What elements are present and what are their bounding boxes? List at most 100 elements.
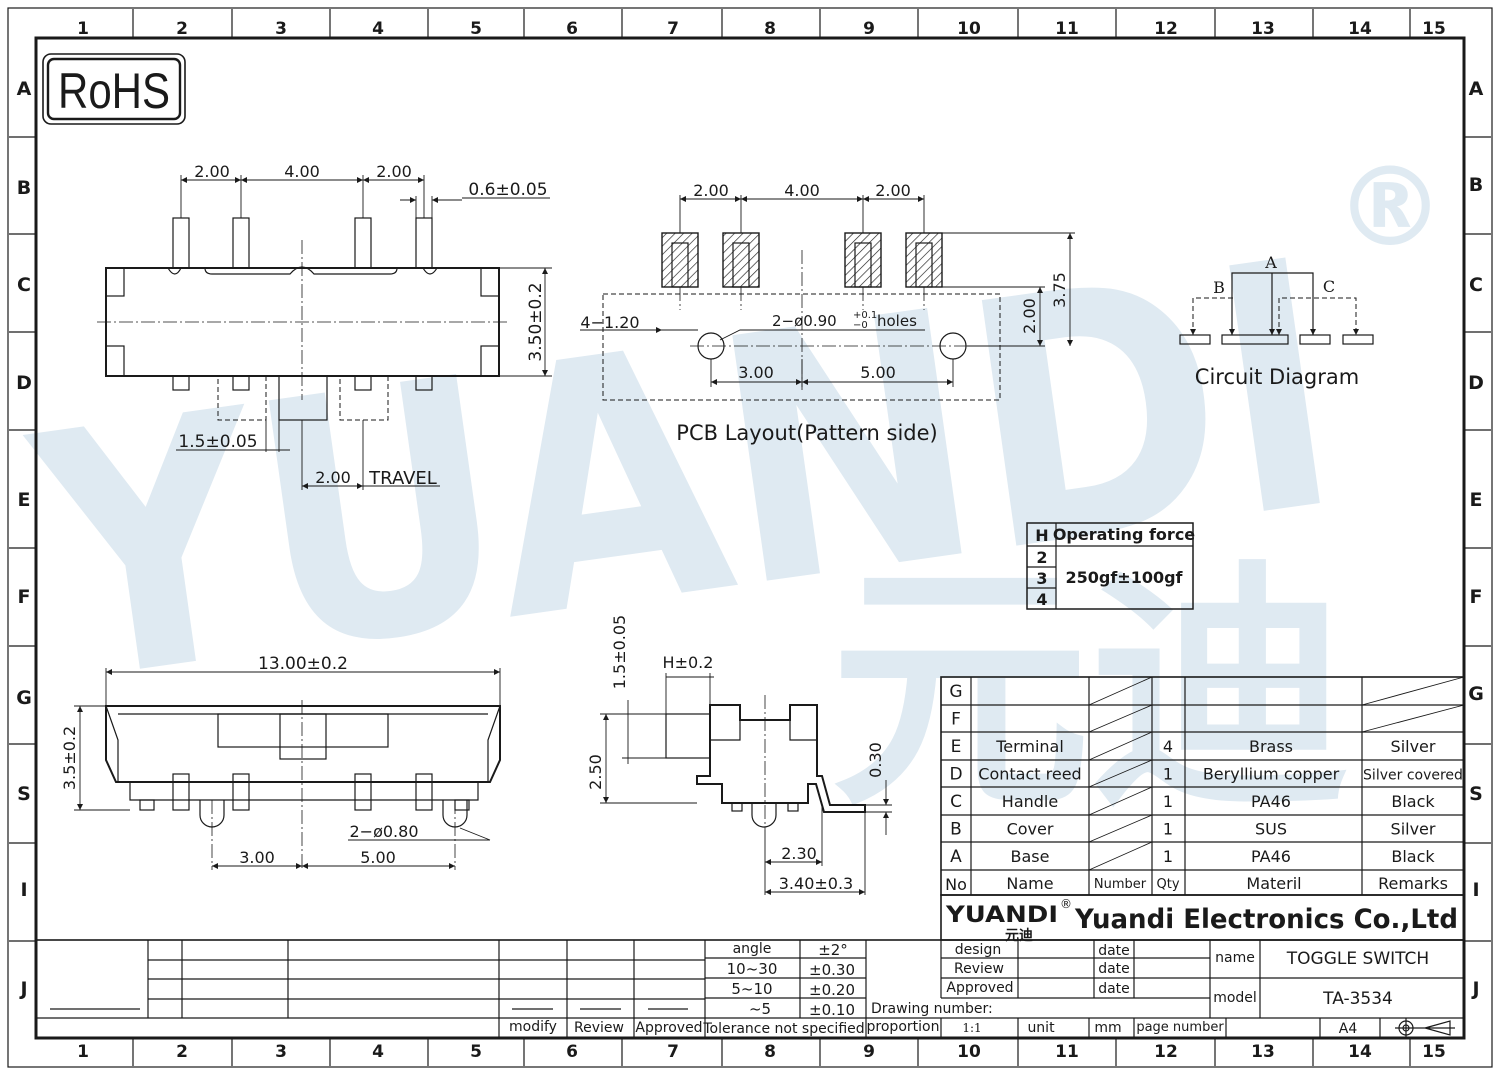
row-label: J	[18, 978, 27, 1000]
col-label: 12	[1154, 19, 1178, 39]
bom-cell-qty: 1	[1163, 765, 1173, 784]
bom-h-name: Name	[1006, 874, 1053, 893]
col-label: 11	[1055, 1042, 1079, 1062]
row-label: G	[16, 687, 32, 709]
col-label: 1	[77, 19, 89, 39]
col-label: 2	[176, 19, 188, 39]
page-number-label: page number	[1136, 1020, 1224, 1035]
bom-cell-name: Terminal	[995, 737, 1064, 756]
bom-cell-qty: 1	[1163, 792, 1173, 811]
col-label: 8	[764, 1042, 776, 1062]
tol-3: ±0.10	[809, 1001, 855, 1019]
side-view: 1.5±0.05 H±0.2 2.50 0.30 2.30 3.40±0.3	[586, 615, 892, 895]
approved-row-label: Approved	[946, 980, 1013, 996]
side-v1: 1.5±0.05	[610, 615, 629, 689]
bom-cell-rem: Black	[1391, 847, 1435, 866]
review-row-label: Review	[954, 961, 1004, 977]
bom-cell-mat: PA46	[1251, 792, 1291, 811]
date-label: date	[1098, 981, 1130, 997]
date-label: date	[1098, 961, 1130, 977]
force-row: 2	[1036, 548, 1047, 567]
drawing-number: Drawing number:	[871, 1001, 993, 1017]
company-row: YUANDI 元迪 ® Yuandi Electronics Co.,Ltd	[940, 894, 1465, 944]
bom-cell-no: C	[950, 792, 962, 812]
name-label: name	[1215, 950, 1255, 966]
row-label: A	[1469, 78, 1484, 100]
scale-value: 1:1	[962, 1021, 981, 1035]
force-value: 250gf±100gf	[1065, 568, 1183, 587]
col-label: 9	[863, 1042, 875, 1062]
circuit-c: C	[1323, 277, 1335, 296]
bom-cell-rem: Silver	[1391, 737, 1436, 756]
col-label: 9	[863, 19, 875, 39]
projection-symbol-icon	[1395, 1018, 1455, 1038]
circuit-diagram: A B C Circuit Diagram	[1179, 253, 1374, 389]
pcb-h2: 3.75	[1050, 272, 1069, 308]
travel-value: 2.00	[315, 468, 351, 487]
model-label: model	[1213, 990, 1257, 1006]
row-label: I	[1472, 879, 1479, 901]
row-label: B	[17, 177, 31, 199]
tol-2: ±0.20	[809, 981, 855, 999]
bom-h-mat: Materil	[1246, 874, 1301, 893]
row-label: C	[17, 274, 31, 296]
watermark-reg: ®	[1335, 143, 1445, 271]
col-label: 5	[470, 19, 482, 39]
row-label: F	[18, 586, 31, 608]
bom-h-no: No	[945, 875, 967, 894]
force-row: 4	[1036, 590, 1047, 609]
pcb-layout: 2.00 4.00 2.00 4−1.20 2−ø0.90 +0.1 −0 ho…	[580, 181, 1075, 445]
row-label: E	[18, 489, 31, 511]
circuit-a: A	[1264, 253, 1277, 272]
bom-cell-qty: 1	[1163, 820, 1173, 839]
approved-label: Approved	[635, 1020, 702, 1036]
top-dim-2: 4.00	[284, 162, 320, 181]
bom-h-number: Number	[1094, 877, 1147, 892]
top-dim-3: 2.00	[376, 162, 412, 181]
unit-label: unit	[1027, 1020, 1055, 1036]
bom-cell-no: A	[950, 847, 962, 867]
row-label: S	[17, 783, 31, 805]
date-label: date	[1098, 943, 1130, 959]
row-label: E	[1470, 489, 1483, 511]
col-label: 4	[372, 19, 384, 39]
bom-cell-qty: 1	[1163, 847, 1173, 866]
col-label: 13	[1251, 1042, 1275, 1062]
col-label: 10	[957, 1042, 981, 1062]
model-value: TA-3534	[1322, 989, 1393, 1009]
pcb-dim-1: 2.00	[693, 181, 729, 200]
row-label: S	[1469, 783, 1483, 805]
front-height: 3.5±0.2	[60, 726, 79, 790]
name-value: TOGGLE SWITCH	[1286, 949, 1429, 969]
col-label: 5	[470, 1042, 482, 1062]
col-label: 7	[667, 1042, 679, 1062]
force-table: H Operating force 2 3 4 250gf±100gf	[1026, 522, 1195, 610]
mm-label: mm	[1094, 1020, 1121, 1036]
col-label: 1	[77, 1042, 89, 1062]
bom-cell-mat: PA46	[1251, 847, 1291, 866]
circuit-b: B	[1213, 278, 1225, 297]
front-s2: 5.00	[360, 848, 396, 867]
side-v2: 2.50	[586, 754, 605, 790]
watermark-chinese: 元迪	[830, 540, 1350, 842]
outer-border	[7, 7, 1493, 1068]
row-label: G	[1468, 683, 1484, 705]
col-label: 14	[1348, 1042, 1372, 1062]
pcb-caption: PCB Layout(Pattern side)	[676, 421, 937, 445]
pcb-s1: 3.00	[738, 363, 774, 382]
col-label: 12	[1154, 1042, 1178, 1062]
proportion-label: proportion	[867, 1019, 940, 1035]
col-label: 3	[275, 19, 287, 39]
bom-cell-rem: Silver	[1391, 820, 1436, 839]
company-name: Yuandi Electronics Co.,Ltd	[1074, 904, 1458, 935]
design-label: design	[955, 942, 1001, 958]
top-view: 2.00 4.00 2.00 0.6±0.05 3.50±0.2 1.5±0.0…	[97, 162, 552, 490]
rohs-badge: RoHS	[42, 53, 186, 125]
row-label: I	[20, 879, 27, 901]
bom-cell-no: B	[950, 820, 962, 840]
row-label: F	[1470, 586, 1483, 608]
bom-cell-no: G	[949, 682, 962, 702]
grid-labels: 1 2 3 4 5 6 7 8 9 10 11 12 13 14 15 1 2 …	[9, 9, 1491, 1066]
front-s1: 3.00	[239, 848, 275, 867]
pcb-holes: 2−ø0.90	[772, 312, 837, 330]
